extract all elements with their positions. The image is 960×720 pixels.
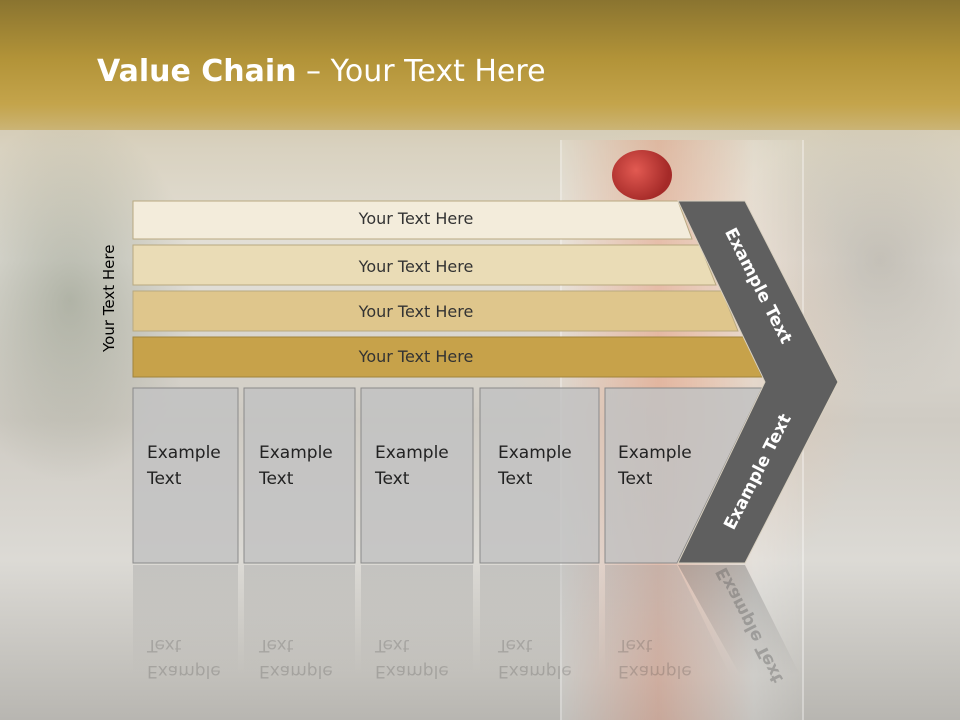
box-3 bbox=[360, 387, 474, 564]
box-3-line2: Text bbox=[375, 469, 410, 489]
title-rest: – Your Text Here bbox=[296, 54, 546, 89]
box-1-refl-line2: Text bbox=[147, 635, 182, 655]
box-1-line2: Text bbox=[147, 469, 182, 489]
bar-3 bbox=[132, 290, 739, 332]
box-4 bbox=[479, 387, 600, 564]
box-2-reflection bbox=[244, 565, 355, 675]
bar-2-label: Your Text Here bbox=[358, 257, 474, 276]
box-2 bbox=[243, 387, 356, 564]
box-5-line2: Text bbox=[618, 469, 653, 489]
header-band bbox=[0, 0, 960, 130]
box-2-line1: Example bbox=[259, 443, 333, 463]
chevron-reflection bbox=[678, 565, 800, 675]
chevron-arrow bbox=[677, 200, 839, 564]
box-3-text-reflection: Example Text bbox=[375, 632, 485, 684]
slide-title: Value Chain – Your Text Here bbox=[97, 54, 546, 89]
box-1-reflection bbox=[133, 565, 238, 675]
box-1-line1: Example bbox=[147, 443, 221, 463]
box-2-line2: Text bbox=[259, 469, 294, 489]
box-3-reflection bbox=[361, 565, 473, 675]
box-1-refl-line1: Example bbox=[147, 661, 221, 681]
box-1 bbox=[132, 387, 239, 564]
box-3-refl-line1: Example bbox=[375, 661, 449, 681]
box-5 bbox=[604, 387, 763, 564]
box-5-text-reflection: Example Text bbox=[618, 632, 728, 684]
box-2-text-reflection: Example Text bbox=[259, 632, 369, 684]
box-5-refl-line2: Text bbox=[618, 635, 653, 655]
box-3-line1: Example bbox=[375, 443, 449, 463]
bar-2 bbox=[132, 244, 717, 286]
box-2-refl-line2: Text bbox=[259, 635, 294, 655]
bar-1-label: Your Text Here bbox=[358, 209, 474, 228]
bar-1 bbox=[132, 200, 693, 240]
box-2-refl-line1: Example bbox=[259, 661, 333, 681]
box-4-refl-line1: Example bbox=[498, 661, 572, 681]
bar-4-label: Your Text Here bbox=[358, 347, 474, 366]
box-1-text-reflection: Example Text bbox=[147, 632, 257, 684]
box-5-line1: Example bbox=[618, 443, 692, 463]
box-4-line2: Text bbox=[498, 469, 533, 489]
box-5-reflection bbox=[605, 565, 730, 675]
box-5-refl-line1: Example bbox=[618, 661, 692, 681]
bar-3-label: Your Text Here bbox=[358, 302, 474, 321]
box-4-reflection bbox=[480, 565, 599, 675]
box-4-refl-line2: Text bbox=[498, 635, 533, 655]
title-bold: Value Chain bbox=[97, 54, 297, 89]
box-4-line1: Example bbox=[498, 443, 572, 463]
box-3-refl-line2: Text bbox=[375, 635, 410, 655]
box-4-text-reflection: Example Text bbox=[498, 632, 608, 684]
cherry-image bbox=[612, 150, 672, 200]
bar-4 bbox=[132, 336, 763, 378]
